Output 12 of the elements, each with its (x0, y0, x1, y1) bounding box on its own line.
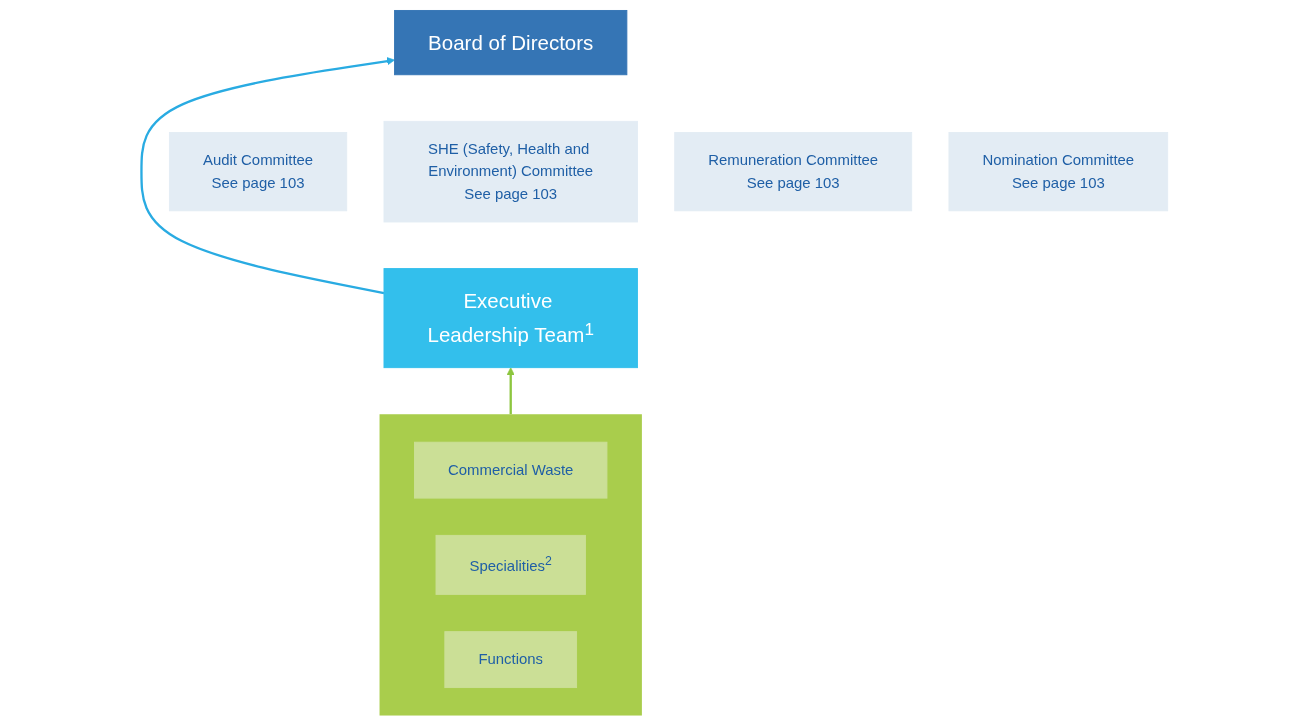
node-box: Executive Leadership Team$^{1}$ (383, 268, 638, 369)
arrow (140, 57, 395, 295)
node-box: Functions (444, 631, 577, 689)
node-box: Nomination Committee See page 103 (948, 132, 1169, 212)
cluster (379, 414, 642, 716)
node-box: Commercial Waste (413, 441, 608, 499)
arrow (506, 367, 515, 415)
node-box: SHE (Safety, Health and Environment) Committee See page 103 (383, 120, 638, 223)
node-box: Specialities$^{2}$ (435, 534, 586, 595)
node-box: Board of Directors (394, 10, 628, 76)
node-box: Audit Committee See page 103 (168, 132, 348, 212)
node-box: Remuneration Committee See page 103 (674, 132, 913, 212)
